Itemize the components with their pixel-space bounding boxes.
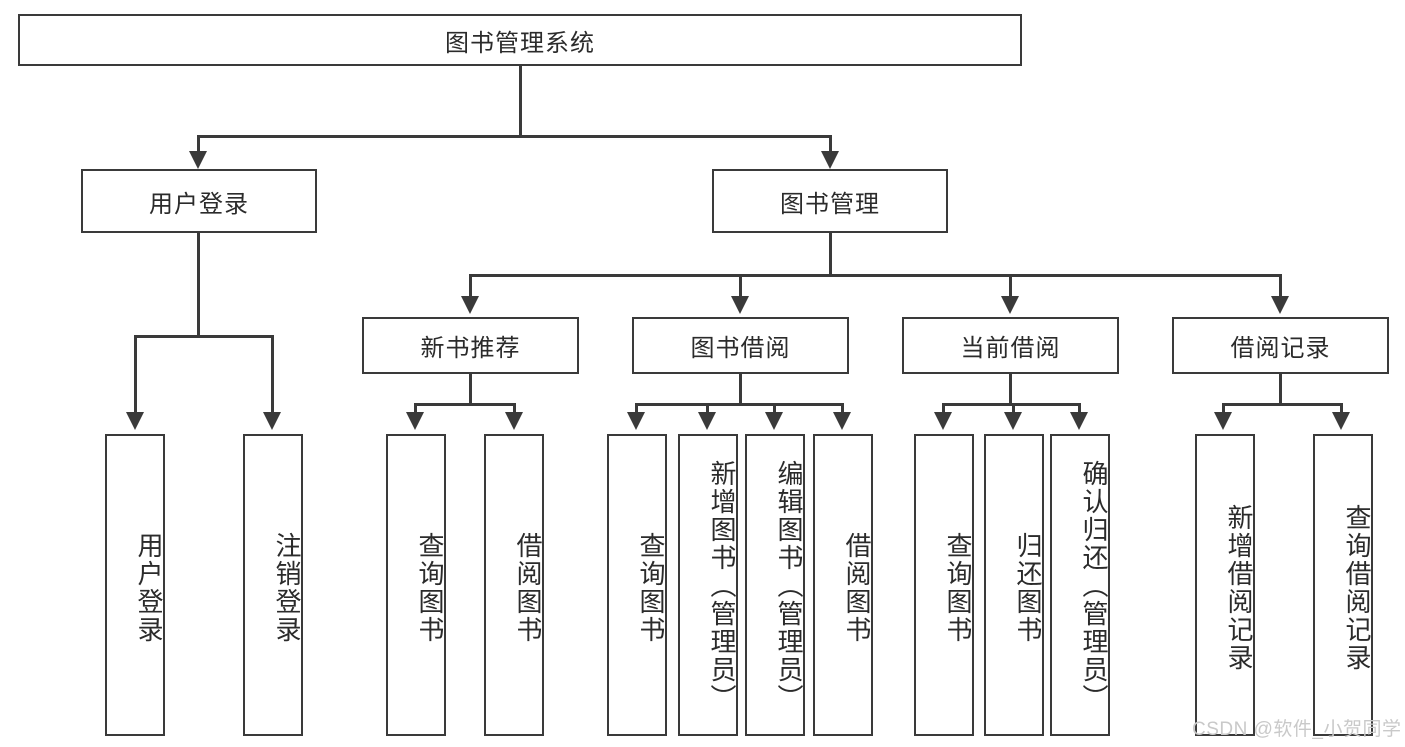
arrow-current-leaf2-icon (1004, 412, 1022, 430)
edge-current-to-leaf1 (942, 403, 945, 414)
leaf-add-book-admin: 新增图书（管理员） (678, 434, 738, 736)
edge-current-to-leaf2 (1012, 403, 1015, 414)
arrow-root-to-bookmgmt-icon (821, 151, 839, 169)
arrow-borrow-leaf3-icon (765, 412, 783, 430)
edge-record-to-leaf2 (1340, 403, 1343, 414)
edge-borrow-to-leaf2 (706, 403, 709, 414)
edge-recommend-to-leaf1 (414, 403, 417, 414)
edge-root-bus (197, 135, 831, 138)
edge-bookmgmt-to-borrow (739, 274, 742, 298)
arrow-login-leaf2-icon (263, 412, 281, 430)
arrow-record-leaf1-icon (1214, 412, 1232, 430)
arrow-bookmgmt-record-icon (1271, 296, 1289, 314)
arrow-borrow-leaf2-icon (698, 412, 716, 430)
edge-bookmgmt-to-record (1279, 274, 1282, 298)
edge-login-to-leaf1 (134, 335, 137, 414)
arrow-current-leaf3-icon (1070, 412, 1088, 430)
edge-bookmgmt-bus (469, 274, 1280, 277)
arrow-login-leaf1-icon (126, 412, 144, 430)
edge-borrow-to-leaf3 (773, 403, 776, 414)
leaf-user-login: 用户登录 (105, 434, 165, 736)
edge-recommend-stem (469, 374, 472, 403)
edge-recommend-bus (414, 403, 516, 406)
node-current-borrow: 当前借阅 (902, 317, 1119, 374)
edge-record-to-leaf1 (1222, 403, 1225, 414)
edge-borrow-stem (739, 374, 742, 403)
leaf-query-book-borrow: 查询图书 (607, 434, 667, 736)
arrow-record-leaf2-icon (1332, 412, 1350, 430)
leaf-logout: 注销登录 (243, 434, 303, 736)
arrow-recommend-leaf1-icon (406, 412, 424, 430)
edge-root-to-login (197, 135, 200, 153)
leaf-add-borrow-record: 新增借阅记录 (1195, 434, 1255, 736)
leaf-confirm-return-admin: 确认归还（管理员） (1050, 434, 1110, 736)
edge-borrow-to-leaf1 (635, 403, 638, 414)
edge-login-stem (197, 233, 200, 335)
edge-recommend-to-leaf2 (513, 403, 516, 414)
node-root-system: 图书管理系统 (18, 14, 1022, 66)
edge-root-to-bookmgmt (829, 135, 832, 153)
edge-record-bus (1222, 403, 1342, 406)
node-user-login: 用户登录 (81, 169, 317, 233)
leaf-return-book: 归还图书 (984, 434, 1044, 736)
edge-bookmgmt-to-current (1009, 274, 1012, 298)
leaf-borrow-book: 借阅图书 (813, 434, 873, 736)
edge-bookmgmt-stem (829, 233, 832, 274)
edge-current-stem (1009, 374, 1012, 403)
node-book-borrow: 图书借阅 (632, 317, 849, 374)
arrow-recommend-leaf2-icon (505, 412, 523, 430)
arrow-borrow-leaf1-icon (627, 412, 645, 430)
edge-borrow-to-leaf4 (841, 403, 844, 414)
arrow-root-to-login-icon (189, 151, 207, 169)
edge-root-stem (519, 66, 522, 135)
leaf-query-borrow-record: 查询借阅记录 (1313, 434, 1373, 736)
node-new-book-recommend: 新书推荐 (362, 317, 579, 374)
arrow-bookmgmt-new-icon (461, 296, 479, 314)
arrow-borrow-leaf4-icon (833, 412, 851, 430)
edge-current-to-leaf3 (1078, 403, 1081, 414)
leaf-edit-book-admin: 编辑图书（管理员） (745, 434, 805, 736)
edge-login-bus (134, 335, 274, 338)
node-book-management: 图书管理 (712, 169, 948, 233)
watermark-text: CSDN @软件_小贺同学 (1192, 719, 1402, 740)
arrow-bookmgmt-current-icon (1001, 296, 1019, 314)
edge-record-stem (1279, 374, 1282, 403)
edge-borrow-bus (635, 403, 843, 406)
leaf-query-book-current: 查询图书 (914, 434, 974, 736)
arrow-current-leaf1-icon (934, 412, 952, 430)
leaf-query-book-recommend: 查询图书 (386, 434, 446, 736)
leaf-borrow-book-recommend: 借阅图书 (484, 434, 544, 736)
edge-bookmgmt-to-new (469, 274, 472, 298)
node-borrow-record: 借阅记录 (1172, 317, 1389, 374)
edge-current-bus (942, 403, 1080, 406)
edge-login-to-leaf2 (271, 335, 274, 414)
arrow-bookmgmt-borrow-icon (731, 296, 749, 314)
